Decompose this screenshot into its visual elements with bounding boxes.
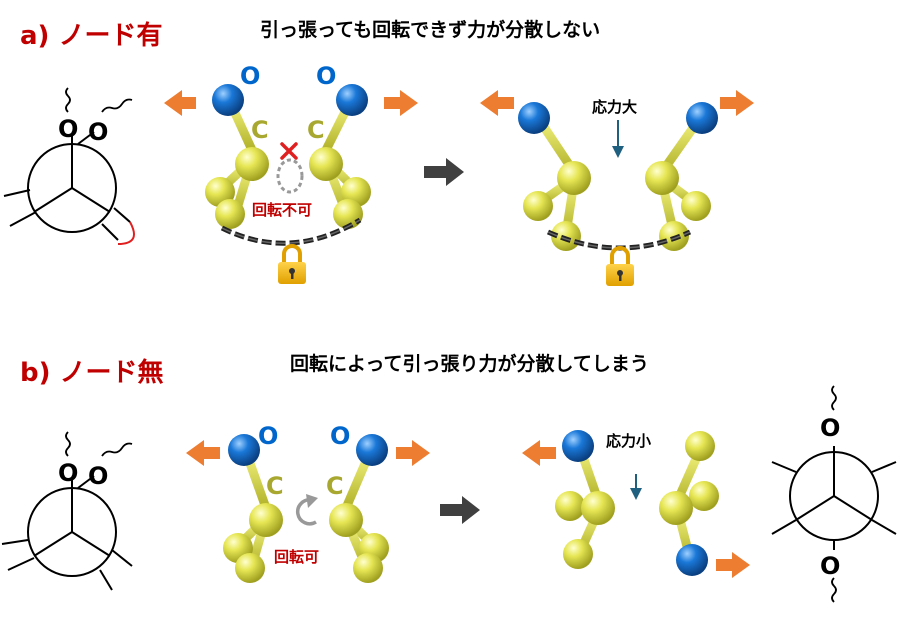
pull-arrow-right-icon: [720, 90, 754, 116]
label-carbon-b1-right: C: [326, 472, 344, 500]
label-no-rotation: 回転不可: [252, 201, 312, 219]
pull-arrow-right-icon: [716, 552, 750, 578]
wavy-bond-icon: [101, 98, 133, 113]
newman-projection-b-left: [1, 431, 133, 591]
pull-arrow-right-icon: [396, 440, 430, 466]
label-carbon-a1-left: C: [251, 116, 269, 144]
newman-b-right-oxygen-top: O: [820, 414, 840, 442]
wavy-bond-icon: [831, 385, 837, 411]
section-b-caption: 回転によって引っ張り力が分散してしまう: [290, 352, 649, 375]
label-oxygen-a1-left: O: [240, 62, 260, 90]
pull-arrow-left-icon: [480, 90, 514, 116]
section-b-title: b) ノード無: [20, 358, 164, 388]
label-carbon-b1-left: C: [266, 472, 284, 500]
section-a-title: a) ノード有: [20, 21, 162, 51]
pull-arrow-right-icon: [384, 90, 418, 116]
wavy-bond-icon: [101, 442, 133, 457]
newman-b-oxygen-back: O: [88, 462, 108, 490]
newman-projection-a: [3, 87, 135, 245]
process-arrow-b-icon: [440, 496, 480, 524]
process-arrow-a-icon: [424, 158, 464, 186]
label-low-stress: 応力小: [606, 432, 651, 450]
label-oxygen-b1-left: O: [258, 422, 278, 450]
newman-b-oxygen-front: O: [58, 459, 78, 487]
newman-a-oxygen-front: O: [58, 115, 78, 143]
section-a-caption: 引っ張っても回転できず力が分散しない: [260, 18, 600, 41]
newman-b-right-oxygen-bottom: O: [820, 552, 840, 580]
molecule-b-initial: [223, 434, 389, 583]
wavy-bond-icon: [65, 431, 71, 457]
cross-icon: [280, 142, 298, 160]
rotation-arrow-icon: [295, 494, 318, 526]
newman-a-oxygen-back: O: [88, 118, 108, 146]
lock-icon: [606, 246, 634, 286]
rotation-circle-icon: [276, 158, 304, 194]
lock-icon: [278, 244, 306, 284]
pull-arrow-left-icon: [164, 90, 196, 116]
molecule-a-initial: [205, 84, 371, 284]
label-oxygen-a1-right: O: [316, 62, 336, 90]
molecule-a-stretched: [518, 102, 718, 286]
wavy-bond-icon: [65, 87, 71, 113]
wavy-bond-icon: [831, 577, 837, 603]
label-oxygen-b1-right: O: [330, 422, 350, 450]
newman-projection-b-right: [771, 385, 897, 603]
pull-arrow-left-icon: [186, 440, 220, 466]
pull-arrow-left-icon: [522, 440, 556, 466]
label-rotation-possible: 回転可: [274, 548, 319, 566]
molecule-b-rotated: [555, 430, 719, 576]
label-high-stress: 応力大: [592, 98, 637, 116]
label-carbon-a1-right: C: [307, 116, 325, 144]
node-linker-arc: [117, 221, 135, 245]
